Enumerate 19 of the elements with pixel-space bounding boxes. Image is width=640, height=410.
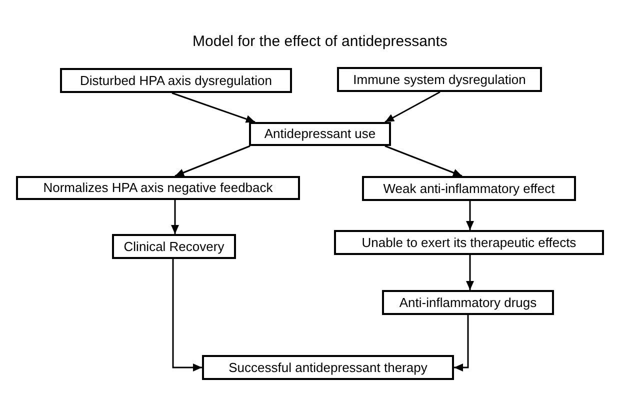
arrow (384, 91, 440, 123)
process-box: Anti-inflammatory drugs (382, 290, 554, 315)
arrow (466, 255, 474, 290)
process-box: Weak anti-inflammatory effect (362, 176, 576, 201)
arrow (466, 201, 474, 230)
process-box: Unable to exert its therapeutic effects (334, 230, 604, 255)
arrow (172, 92, 256, 123)
diagram-title: Model for the effect of antidepressants (192, 32, 448, 52)
arrow (384, 145, 462, 177)
arrow (454, 315, 469, 372)
process-box: Disturbed HPA axis dysregulation (60, 68, 292, 93)
process-box: Antidepressant use (249, 122, 391, 146)
process-box: Successful antidepressant therapy (202, 355, 454, 380)
arrow (174, 145, 250, 177)
arrow (171, 200, 179, 234)
process-box: Immune system dysregulation (337, 67, 542, 92)
process-box: Clinical Recovery (112, 234, 236, 259)
process-box: Normalizes HPA axis negative feedback (16, 176, 300, 200)
arrow (172, 259, 202, 372)
